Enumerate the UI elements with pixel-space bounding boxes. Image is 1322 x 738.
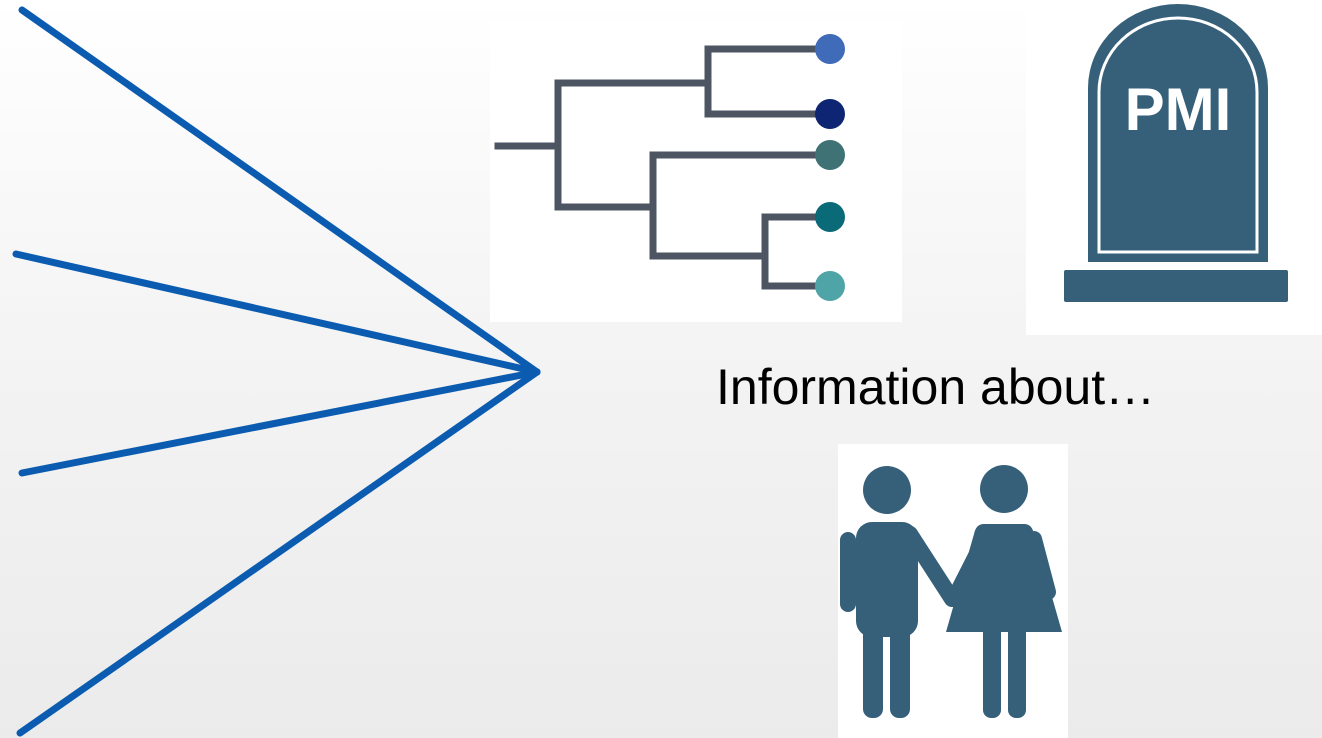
couple-icon — [840, 465, 1062, 718]
tree-leaf-1 — [815, 34, 845, 64]
pmi-label: PMI — [1125, 76, 1232, 143]
fan-line-3 — [18, 368, 541, 477]
caption-text: Information about… — [716, 359, 1156, 415]
tombstone-icon: PMI — [1064, 4, 1288, 302]
tree-leaf-3 — [815, 140, 845, 170]
tree-leaf-4 — [815, 202, 845, 232]
tree-leaf-5 — [815, 271, 845, 301]
fan-line-2 — [12, 250, 541, 376]
fan-line-4 — [16, 368, 541, 737]
couple-panel — [838, 444, 1068, 738]
phylogenetic-tree-icon — [494, 34, 845, 301]
tombstone-panel: PMI — [1026, 0, 1322, 335]
fan-line-1 — [18, 6, 541, 376]
tree-panel — [490, 20, 902, 322]
tree-leaf-2 — [815, 99, 845, 129]
man-figure — [840, 466, 960, 718]
woman-figure — [946, 465, 1062, 718]
